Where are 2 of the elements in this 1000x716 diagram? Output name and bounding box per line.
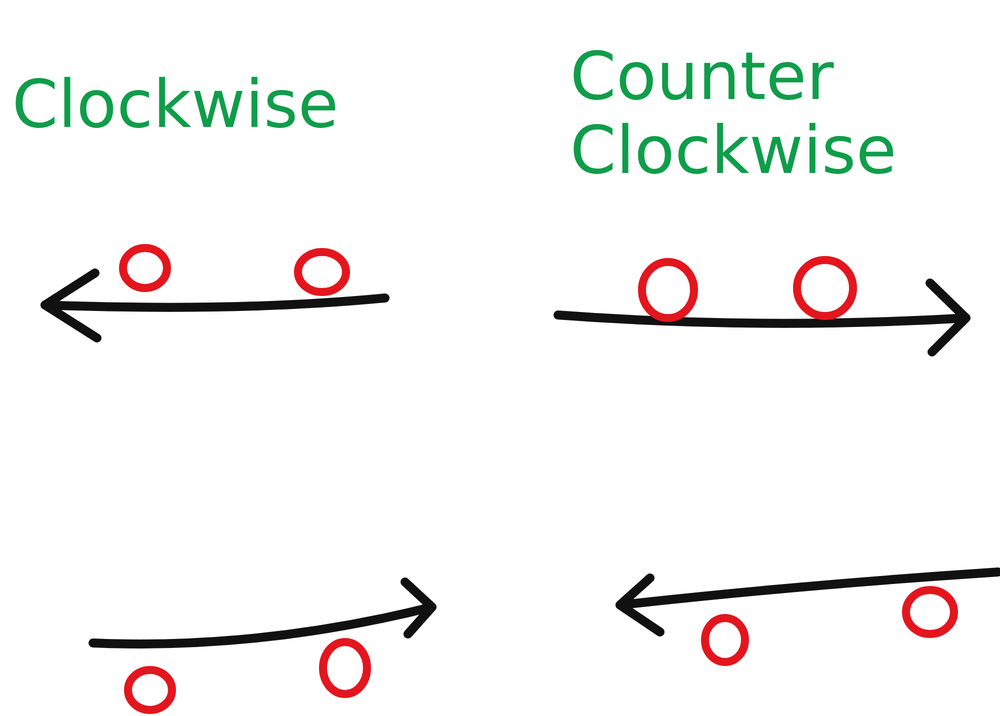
direction-label: Counter Clockwise <box>570 40 898 188</box>
direction-label: Clockwise <box>12 68 339 142</box>
